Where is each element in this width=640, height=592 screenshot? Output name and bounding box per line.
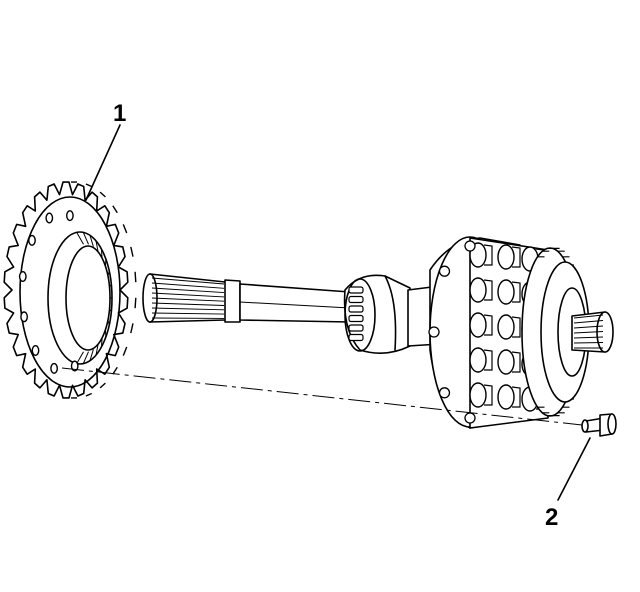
ring-bolt-hole [18, 271, 27, 283]
hub-bolt-body [483, 384, 493, 406]
ring-bolt-hole [20, 311, 28, 323]
shaft-spline-lines [151, 277, 225, 319]
bearing-roller [348, 333, 364, 342]
callout-1: 1 [113, 100, 126, 127]
hub-bolt-head [497, 349, 515, 375]
bearing-roller [348, 324, 364, 332]
hub-flange-lug [464, 240, 476, 252]
shaft-highlight [239, 301, 351, 309]
hub-bolt-body [483, 349, 493, 371]
bearing-rollers [348, 286, 364, 342]
hub-bolt-body [511, 386, 521, 408]
hub-bolt-body [511, 351, 521, 373]
retaining-bolt [581, 413, 617, 437]
ring-bore-back [65, 245, 111, 351]
hub-flange-lug [428, 326, 440, 338]
output-stub-splines [573, 314, 604, 349]
ring-bolt-hole [50, 362, 58, 374]
hub-flange-lug [438, 265, 451, 277]
hub-bolt-head [469, 277, 487, 303]
output-stub-spline-lines [573, 314, 604, 349]
bearing-roller [348, 314, 364, 323]
ring-tooth-edges [71, 181, 137, 399]
hub-bolt-body [511, 246, 521, 268]
bolt-tip [581, 419, 589, 433]
bearing-roller [348, 305, 364, 313]
hub-bolt-body [483, 244, 493, 266]
hub-bolt-body [483, 314, 493, 336]
hub-assembly [428, 236, 614, 429]
shaft-bearing [343, 274, 441, 354]
hub-bolt-head [469, 382, 487, 408]
shaft-splines [151, 277, 225, 319]
hub-flange-lug [464, 412, 476, 424]
ring-bolt-hole [31, 345, 40, 357]
ring-bore [47, 231, 113, 365]
shaft-spline-body [149, 273, 226, 323]
bearing-face [344, 278, 376, 352]
bearing-roller [348, 286, 364, 294]
hub-bolt-body [511, 316, 521, 338]
leader-line-1 [85, 124, 121, 201]
hub-bolt-head [497, 279, 515, 305]
shaft-collar [224, 279, 241, 323]
ring-internal-splines [76, 232, 112, 364]
hub-bolt-head [497, 314, 515, 340]
hub-bolt-body [483, 279, 493, 301]
alignment-centerline [61, 367, 583, 426]
shaft [142, 273, 351, 323]
bolt-head-face [607, 413, 617, 435]
hub-bolt-head [469, 347, 487, 373]
callout-2: 2 [545, 504, 558, 531]
ring-spline-lines [76, 232, 112, 364]
hub-bolt-head [497, 384, 515, 410]
ring-inner-edge [19, 196, 121, 388]
bearing-body [343, 274, 411, 354]
ring-bolt-hole [66, 210, 74, 222]
hub-bolt-body [511, 281, 521, 303]
hub-bolt-head [497, 244, 515, 270]
bearing-roller [348, 295, 364, 304]
ring-bolt-holes [18, 210, 79, 374]
ring-bolt-hole [28, 234, 36, 246]
ring-bolt-hole [70, 360, 79, 372]
reluctor-ring [3, 181, 137, 399]
hub-flange-lug [438, 387, 451, 399]
bearing-race [384, 275, 397, 351]
hub-bolt-head [469, 312, 487, 338]
ring-bolt-hole [45, 212, 54, 224]
leader-line-2 [557, 437, 591, 501]
